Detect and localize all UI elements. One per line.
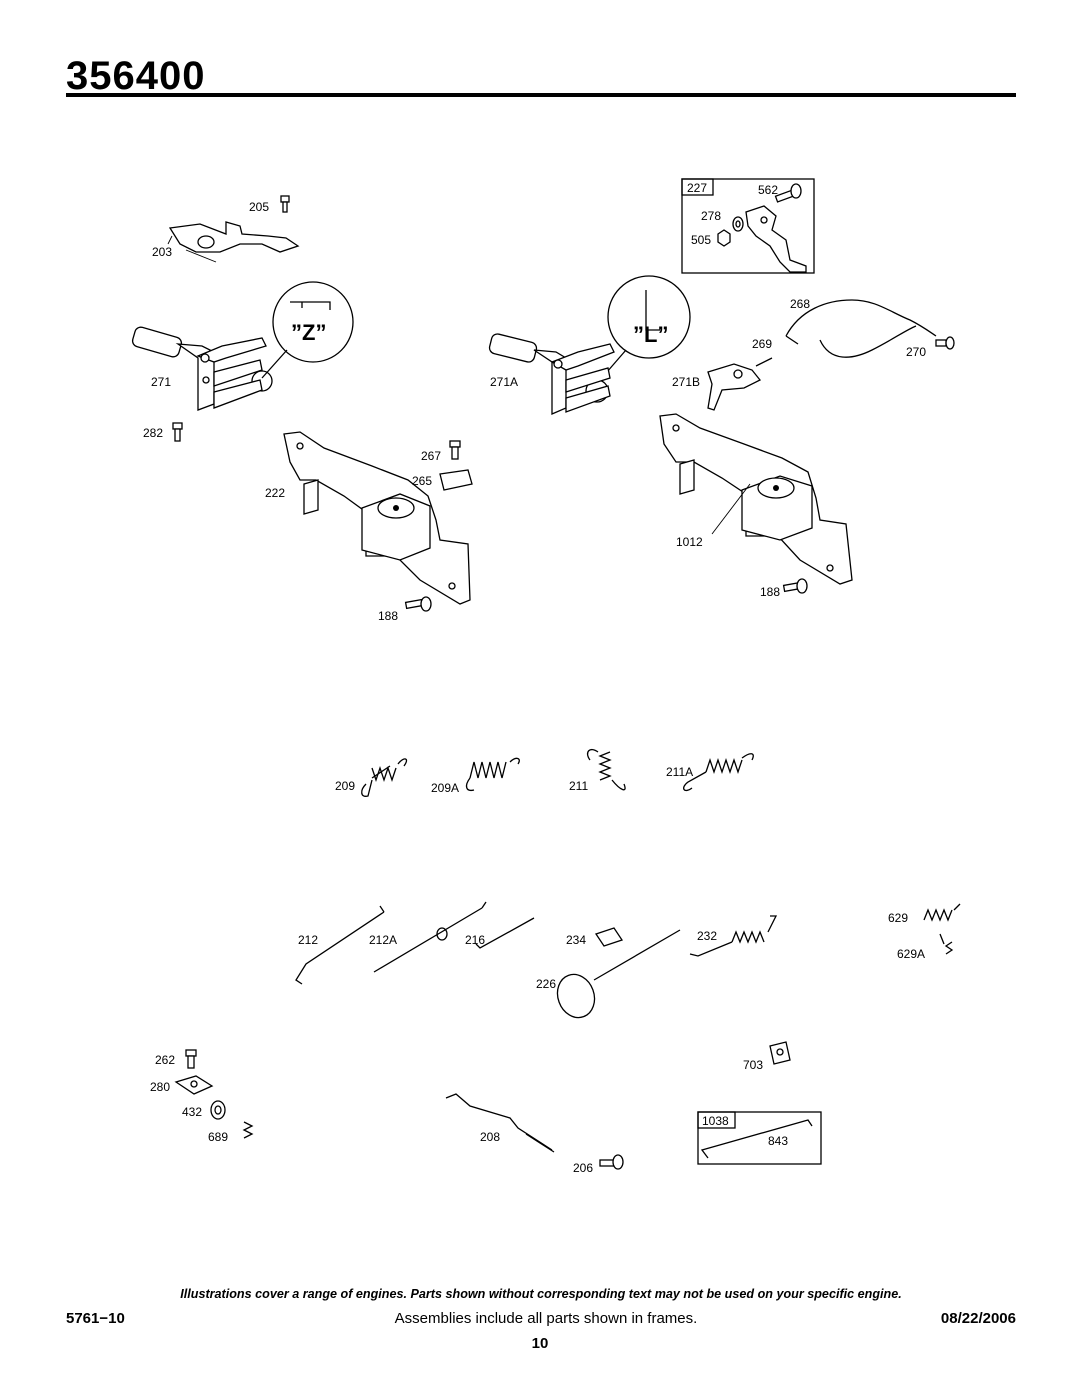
part-432-bushing [210, 1100, 226, 1120]
frame-227-tag [681, 178, 714, 196]
document-code: 5761−10 [66, 1310, 125, 1327]
label-432: 432 [182, 1105, 202, 1119]
part-271b-bracket [707, 357, 773, 411]
part-right-control-bracket [659, 413, 853, 585]
part-211a-spring [683, 753, 754, 792]
part-267-screw [449, 440, 461, 460]
part-278-washer [732, 216, 744, 232]
label-1038: 1038 [702, 1114, 729, 1128]
label-267: 267 [421, 449, 441, 463]
label-271a: 271A [490, 375, 518, 389]
part-211-spring [586, 748, 626, 791]
part-270-screw [935, 336, 955, 350]
label-216: 216 [465, 933, 485, 947]
label-689: 689 [208, 1130, 228, 1144]
label-209: 209 [335, 779, 355, 793]
label-227: 227 [687, 181, 707, 195]
label-226: 226 [536, 977, 556, 991]
part-234-clip [594, 927, 624, 947]
part-216-rod [475, 917, 535, 949]
label-205: 205 [249, 200, 269, 214]
callout-z-label: ”Z” [291, 320, 326, 345]
label-265: 265 [412, 474, 432, 488]
part-209a-spring [465, 757, 520, 792]
part-505-nut [717, 229, 731, 247]
label-269: 269 [752, 337, 772, 351]
label-278: 278 [701, 209, 721, 223]
callout-l-label: ”L” [633, 322, 668, 347]
label-562: 562 [758, 183, 778, 197]
label-188-left: 188 [378, 609, 398, 623]
frame-1038-tag [697, 1111, 736, 1129]
part-212a-rod [373, 901, 487, 973]
document-date: 08/22/2006 [940, 1310, 1016, 1327]
label-271b: 271B [672, 375, 700, 389]
frame-227 [681, 178, 815, 274]
part-689-spring [242, 1121, 254, 1139]
label-188-right: 188 [760, 585, 780, 599]
disclaimer-note: Illustrations cover a range of engines. … [180, 1287, 902, 1301]
label-212a: 212A [369, 933, 397, 947]
label-271: 271 [151, 375, 171, 389]
part-562-screw [774, 183, 802, 203]
part-843-link [700, 1119, 813, 1159]
model-number-title: 356400 [66, 54, 206, 98]
part-203-bracket [167, 221, 300, 263]
label-629: 629 [888, 911, 908, 925]
label-203: 203 [152, 245, 172, 259]
label-505: 505 [691, 233, 711, 247]
part-205-screw [280, 195, 290, 213]
assemblies-note: Assemblies include all parts shown in fr… [394, 1310, 698, 1327]
label-843: 843 [768, 1134, 788, 1148]
frame-1038 [697, 1111, 822, 1165]
part-629-spring [923, 903, 961, 922]
label-211: 211 [569, 779, 588, 793]
label-212: 212 [298, 933, 318, 947]
part-188-screw-right [782, 578, 808, 594]
label-208: 208 [480, 1130, 500, 1144]
part-265-clamp [439, 469, 473, 491]
label-629a: 629A [897, 947, 925, 961]
label-268: 268 [790, 297, 810, 311]
callout-z-circle [272, 281, 354, 363]
label-232: 232 [697, 929, 717, 943]
label-209a: 209A [431, 781, 459, 795]
part-188-screw-left [404, 596, 432, 612]
part-282-screw [172, 422, 183, 442]
label-262: 262 [155, 1053, 175, 1067]
label-703: 703 [743, 1058, 763, 1072]
part-262-screw [185, 1049, 197, 1069]
part-268-cable [785, 299, 937, 358]
part-271a-control-lever [488, 333, 615, 415]
part-227-bracket [745, 205, 807, 273]
part-226-choke-link [556, 929, 681, 1019]
label-234: 234 [566, 933, 586, 947]
part-208-link [445, 1093, 555, 1153]
part-206-screw [599, 1154, 624, 1170]
label-280: 280 [150, 1080, 170, 1094]
callout-l-circle [607, 275, 691, 359]
label-270: 270 [906, 345, 926, 359]
part-271-control-lever [131, 326, 267, 411]
page-number: 10 [531, 1335, 549, 1352]
part-232-spring [689, 915, 778, 957]
label-222: 222 [265, 486, 285, 500]
part-222-control-bracket [283, 431, 471, 605]
label-206: 206 [573, 1161, 593, 1175]
label-1012: 1012 [676, 535, 703, 549]
label-211a: 211A [666, 765, 693, 779]
part-209-spring [361, 758, 408, 797]
title-rule [66, 93, 1016, 97]
part-703-clip [769, 1041, 791, 1065]
label-282: 282 [143, 426, 163, 440]
part-212-rod [295, 905, 385, 985]
part-629a-spring [939, 933, 954, 955]
part-280-clamp [174, 1075, 214, 1095]
